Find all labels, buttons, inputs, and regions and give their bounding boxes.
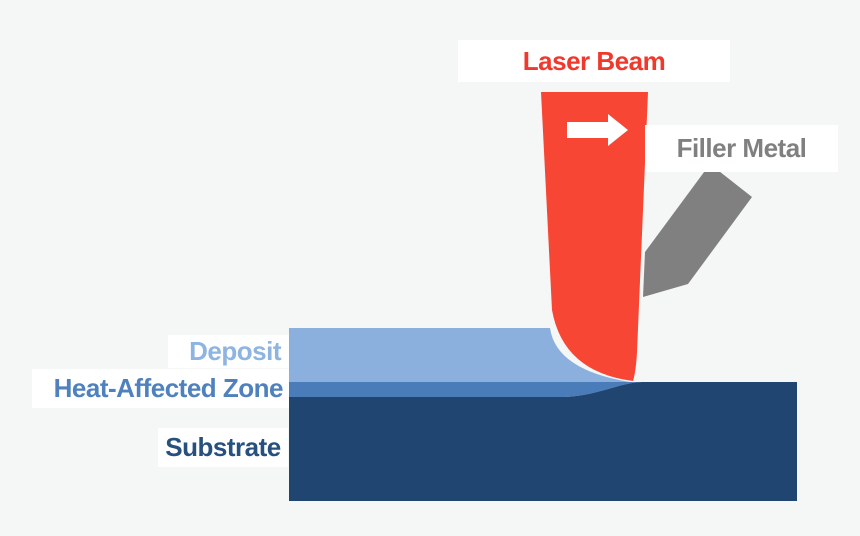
filler-metal-rod-shape: [643, 164, 752, 297]
heat-affected-zone-label: Heat-Affected Zone: [32, 369, 289, 408]
substrate-shape: [289, 382, 797, 501]
deposit-layer-shape: [289, 328, 630, 382]
filler-metal-label: Filler Metal: [645, 125, 838, 172]
substrate-label-text: Substrate: [165, 432, 281, 462]
deposit-label: Deposit: [168, 335, 289, 368]
heat-affected-zone-label-text: Heat-Affected Zone: [53, 373, 284, 403]
deposit-label-text: Deposit: [189, 336, 281, 366]
substrate-label: Substrate: [158, 428, 288, 467]
laser-beam-shape: [541, 92, 648, 381]
filler-metal-label-text: Filler Metal: [676, 133, 807, 163]
travel-direction-arrow-icon: [567, 114, 628, 146]
laser-beam-label: Laser Beam: [458, 40, 730, 82]
heat-affected-zone-shape: [289, 382, 642, 397]
laser-beam-label-text: Laser Beam: [522, 45, 666, 76]
